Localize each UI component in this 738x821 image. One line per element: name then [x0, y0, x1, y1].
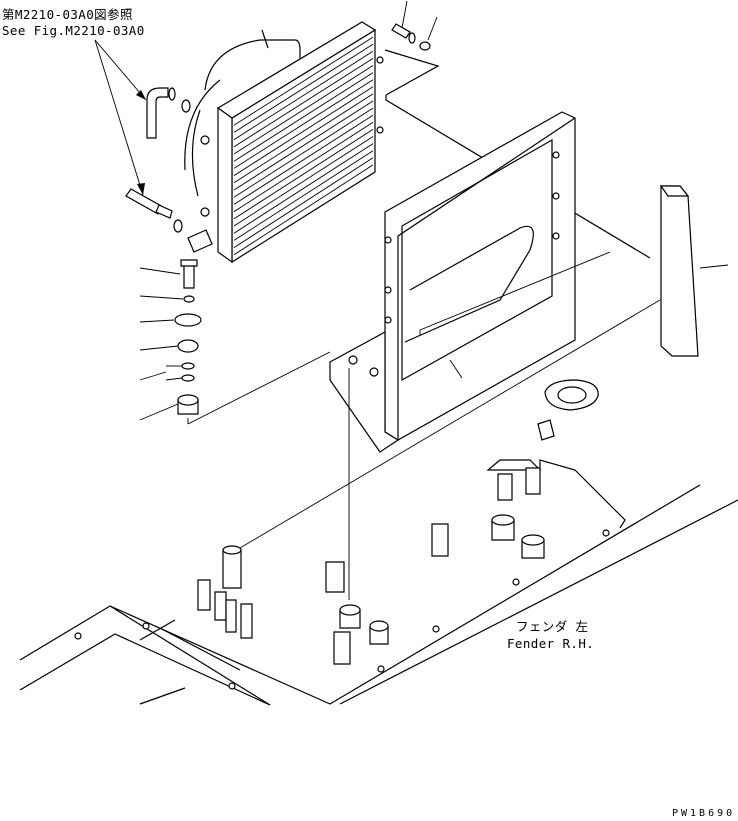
- cooler-fin: [233, 100, 374, 191]
- cooler-fin: [233, 43, 374, 133]
- standoff-posts: [74, 467, 610, 690]
- cooler-fin: [233, 107, 374, 198]
- rubber-pad: [659, 185, 729, 357]
- reference-arrows: [94, 39, 147, 196]
- fender-label-en: Fender R.H.: [507, 636, 595, 651]
- bracket-frame: [329, 111, 611, 453]
- cooler-fin: [233, 121, 374, 212]
- cooler-fin: [233, 150, 374, 241]
- top-bolts: [391, 0, 438, 51]
- pipe-elbow: [146, 87, 191, 139]
- cooler-fin: [233, 136, 374, 227]
- cooler-fin: [233, 157, 374, 248]
- hardware-stack: [139, 259, 331, 425]
- reference-note-en: See Fig.M2210-03A0: [2, 23, 145, 38]
- cooler-fin: [233, 65, 374, 155]
- reference-note-ja: 第M2210-03A0図参照: [2, 7, 133, 22]
- cooler-fin: [233, 86, 374, 176]
- cooler-fin: [233, 129, 374, 220]
- cooler-fin: [233, 79, 374, 169]
- pipe-straight: [125, 188, 213, 253]
- fender-floor: [19, 379, 738, 706]
- cooler-fin: [233, 164, 374, 256]
- cooler-fin: [233, 114, 374, 205]
- cooler-fin: [233, 36, 374, 126]
- fender-label-ja: フェンダ 左: [516, 619, 589, 634]
- cooler-fin: [233, 93, 374, 184]
- cooler-fin: [233, 50, 374, 140]
- guide-line: [239, 299, 661, 549]
- cooler-fin: [233, 58, 374, 148]
- cooler-fin: [233, 72, 374, 162]
- cooler-fin: [233, 143, 374, 234]
- drawing-code: PW1B690: [672, 808, 736, 819]
- oil-cooler: [184, 21, 384, 264]
